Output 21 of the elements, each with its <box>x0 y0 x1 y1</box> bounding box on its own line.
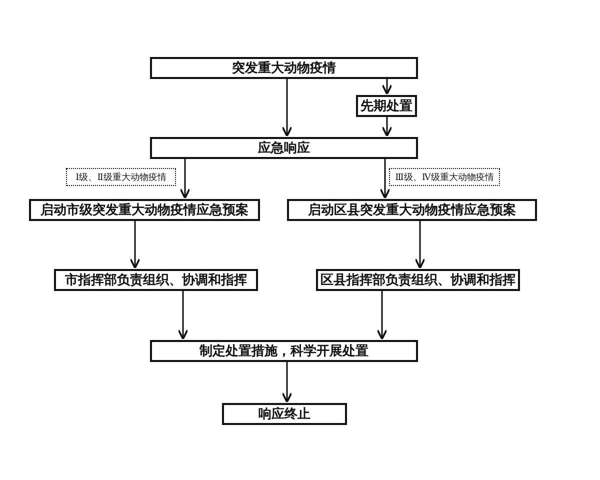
arrow <box>382 79 392 95</box>
arrow <box>282 79 292 137</box>
process-box: 应急响应 <box>150 137 418 159</box>
arrow <box>414 221 426 269</box>
arrow <box>178 291 188 340</box>
arrow <box>282 362 292 403</box>
arrow <box>130 221 140 269</box>
arrow <box>382 117 392 137</box>
process-box: 突发重大动物疫情 <box>150 57 418 79</box>
process-box: 制定处置措施，科学开展处置 <box>150 340 418 362</box>
process-box: 市指挥部负责组织、协调和指挥 <box>54 269 258 291</box>
process-box: 启动市级突发重大动物疫情应急预案 <box>29 199 260 221</box>
arrow <box>180 159 190 199</box>
arrow <box>376 291 388 340</box>
process-box: 启动区县突发重大动物疫情应急预案 <box>287 199 537 221</box>
process-box: 区县指挥部负责组织、协调和指挥 <box>316 269 520 291</box>
arrow <box>380 159 390 199</box>
level-note-box: Ⅲ级、Ⅳ级重大动物疫情 <box>389 168 500 186</box>
process-box: 先期处置 <box>356 95 417 117</box>
level-note-box: Ⅰ级、Ⅱ级重大动物疫情 <box>66 168 176 186</box>
process-box: 响应终止 <box>222 403 347 425</box>
